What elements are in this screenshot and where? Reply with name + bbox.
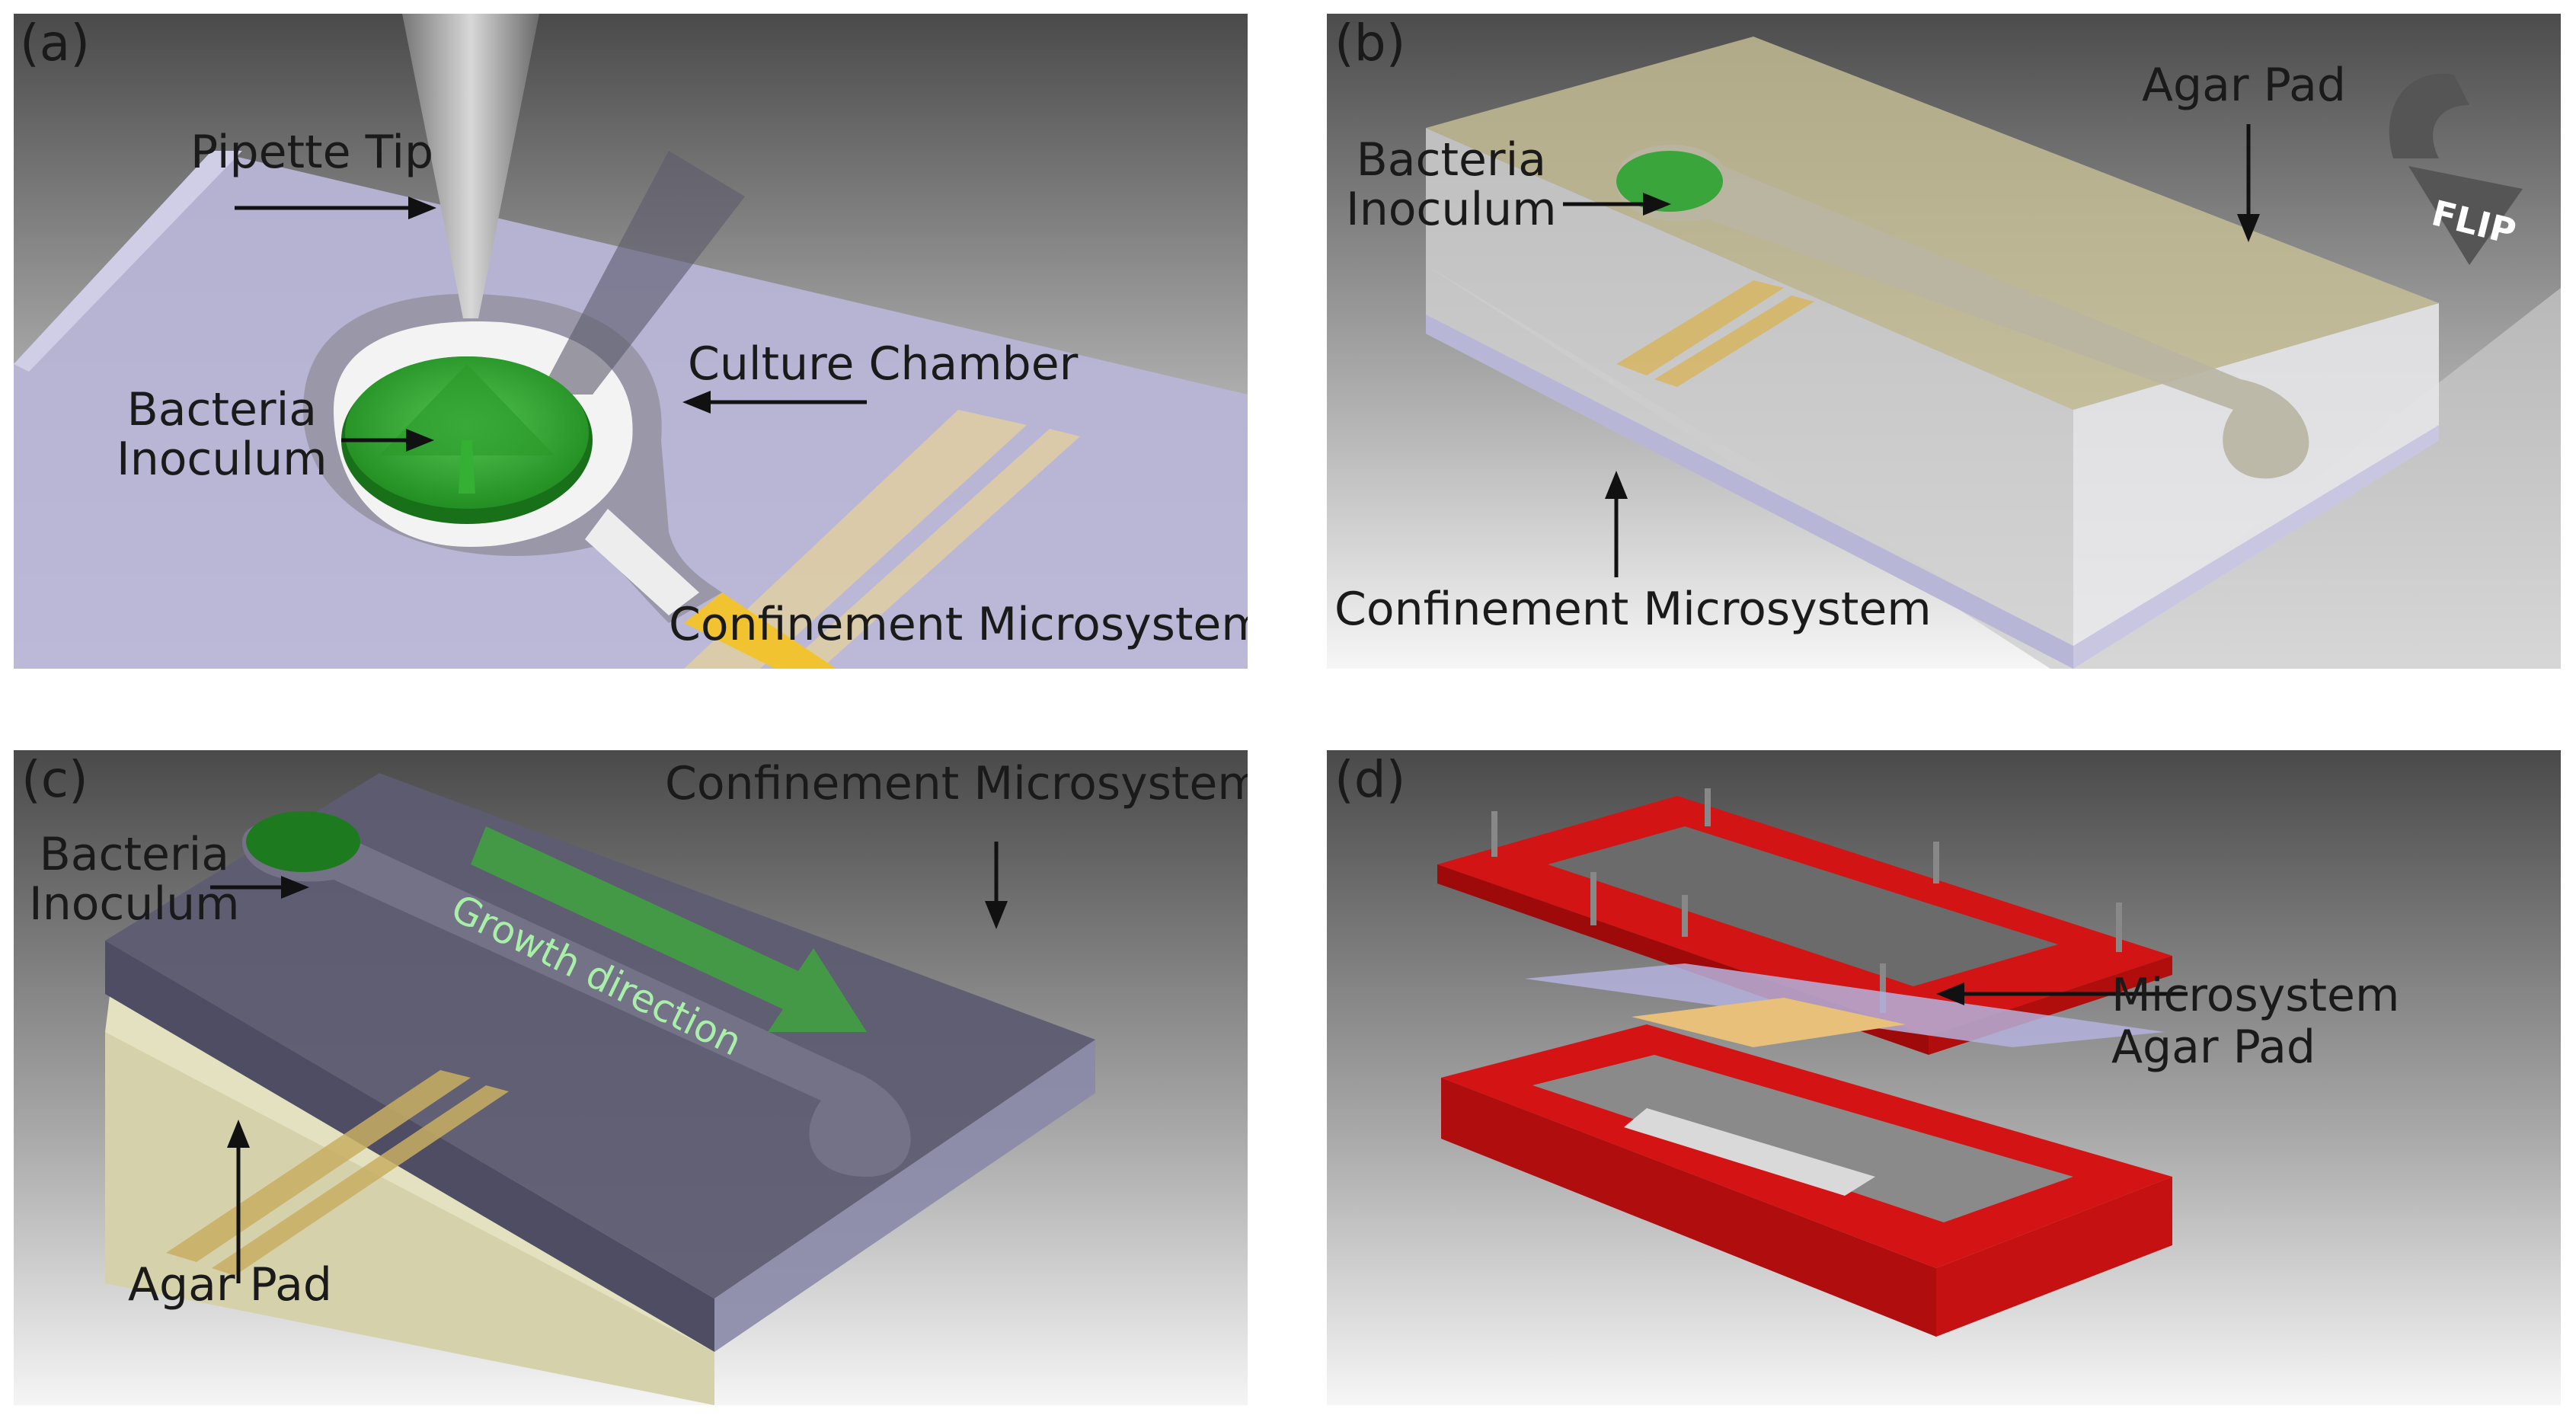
confinement-microsystem-label: Confinement Microsystem (669, 598, 1248, 651)
panel-d: (d) Microsystem Agar Pad (1327, 750, 2561, 1405)
panel-d-tag: (d) (1334, 750, 1406, 809)
panel-a: (a) Pipette Tip Culture Chamber Bacteria… (14, 14, 1248, 669)
agar-pad-label: Agar Pad (2142, 59, 2346, 112)
panel-c-illustration (14, 750, 1248, 1405)
panel-c: (c) Confinement Microsystem Bacteria Ino… (14, 750, 1248, 1405)
panel-c-tag: (c) (21, 750, 88, 809)
panel-b-tag: (b) (1334, 14, 1406, 72)
panel-a-tag: (a) (20, 14, 90, 72)
panel-d-illustration (1327, 750, 2561, 1405)
bacteria-inoculum-label: Bacteria Inoculum (29, 828, 240, 931)
agar-pad-label: Agar Pad (128, 1258, 332, 1312)
panel-a-illustration (14, 14, 1248, 669)
bacteria-inoculum-label: Bacteria Inoculum (1346, 133, 1557, 236)
bacteria-inoculum-label: Bacteria Inoculum (117, 383, 328, 486)
confinement-microsystem-label: Confinement Microsystem (1334, 583, 1932, 636)
agar-pad-label: Agar Pad (2111, 1021, 2316, 1074)
microsystem-label: Microsystem (2111, 969, 2400, 1022)
culture-chamber-label: Culture Chamber (688, 337, 1079, 391)
confinement-microsystem-label: Confinement Microsystem (665, 757, 1248, 810)
panel-b-illustration (1327, 14, 2561, 669)
panel-b: (b) Agar Pad Bacteria Inoculum Confineme… (1327, 14, 2561, 669)
pipette-tip-label: Pipette Tip (190, 126, 434, 179)
